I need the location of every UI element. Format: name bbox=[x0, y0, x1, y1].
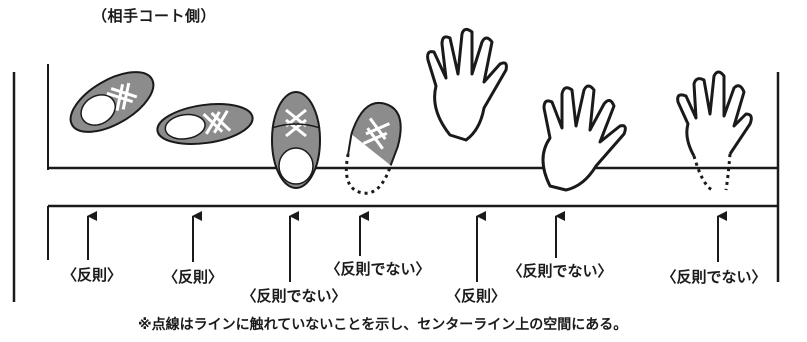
label-item-2: 〈反則〉 bbox=[162, 268, 224, 286]
label-item-5: 〈反則〉 bbox=[445, 287, 507, 305]
label-item-7: 〈反則でない〉 bbox=[661, 268, 767, 286]
shoe-flat-icon bbox=[156, 103, 254, 145]
shoe-dotted-icon bbox=[344, 101, 402, 195]
opponent-court-label: （相手コート側） bbox=[92, 7, 217, 25]
shoe-tilted-icon bbox=[69, 71, 155, 133]
footnote: ※点線はラインに触れていないことを示し、センターライン上の空間にある。 bbox=[138, 317, 628, 333]
label-item-6: 〈反則でない〉 bbox=[507, 262, 613, 280]
label-item-1: 〈反則〉 bbox=[61, 266, 123, 284]
hand-open-icon bbox=[426, 27, 508, 142]
shoe-vertical-icon bbox=[271, 91, 321, 189]
label-item-3: 〈反則でない〉 bbox=[241, 287, 347, 305]
hand-on-line-icon bbox=[541, 84, 627, 192]
hand-dotted-icon bbox=[676, 70, 753, 192]
label-item-4: 〈反則でない〉 bbox=[325, 260, 431, 278]
